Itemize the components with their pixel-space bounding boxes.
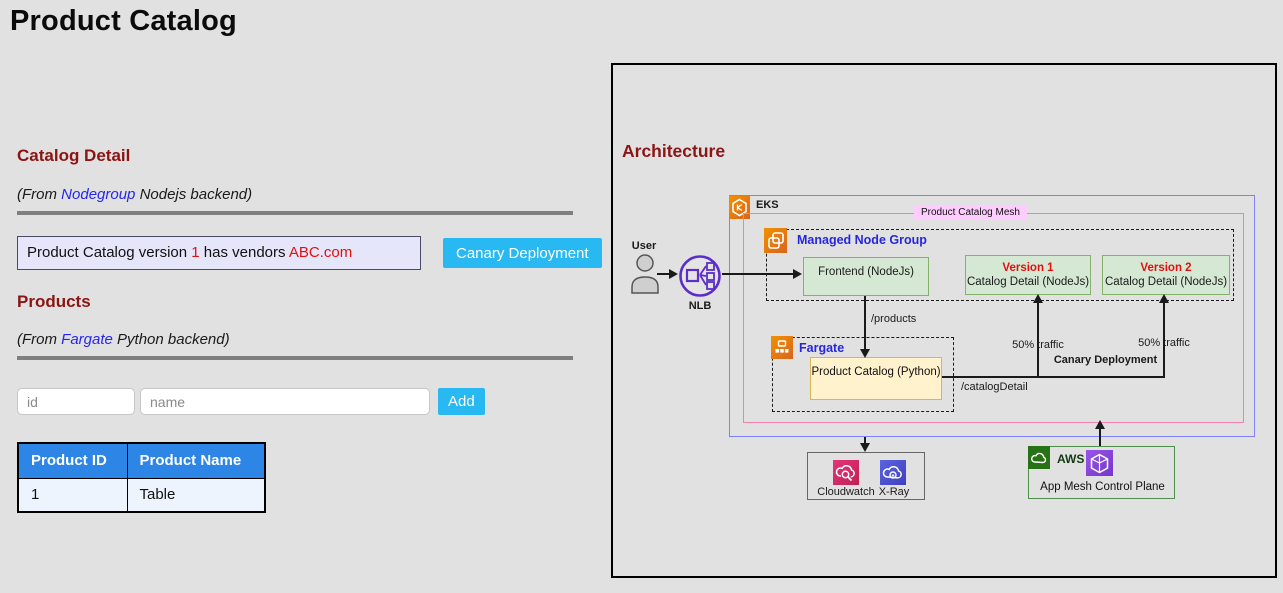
- products-table: Product ID Product Name 1 Table: [17, 442, 266, 513]
- managed-node-group-icon: [764, 228, 787, 253]
- message-text2: has vendors: [199, 244, 289, 261]
- user-label: User: [631, 240, 657, 252]
- divider: [17, 211, 573, 215]
- arrowhead: [1095, 420, 1105, 429]
- subtitle-prefix: (From: [17, 186, 62, 203]
- message-text: Product Catalog version: [27, 244, 192, 261]
- products-subtitle: (From Fargate Python backend): [17, 331, 230, 348]
- xray-icon: [880, 460, 906, 485]
- architecture-heading: Architecture: [622, 141, 726, 161]
- arrow-user-to-nlb: [657, 273, 671, 276]
- nlb-label: NLB: [688, 300, 712, 312]
- subtitle-prefix: (From: [17, 331, 62, 348]
- canary-deployment-button[interactable]: Canary Deployment: [443, 238, 602, 268]
- products-route-label: /products: [871, 313, 917, 325]
- arrow-eks-to-monitoring: [864, 437, 867, 445]
- fargate-label: Fargate: [799, 341, 845, 355]
- managed-node-group-label: Managed Node Group: [797, 233, 927, 247]
- nodegroup-link[interactable]: Nodegroup: [61, 186, 136, 203]
- eks-cluster-box: [729, 195, 1255, 437]
- version2-title: Version 2: [1140, 262, 1192, 274]
- version1-box: Version 1 Catalog Detail (NodeJs): [965, 255, 1091, 295]
- app-mesh-control-plane-label: App Mesh Control Plane: [1040, 481, 1165, 493]
- message-version: 1: [191, 244, 200, 261]
- cell-product-name: Table: [126, 477, 266, 513]
- app-mesh-icon: [1086, 450, 1113, 476]
- product-name-input[interactable]: [140, 388, 430, 415]
- aws-label: AWS: [1057, 452, 1085, 466]
- subtitle-suffix: Python backend): [112, 331, 230, 348]
- divider: [17, 356, 573, 360]
- aws-box: AWS App Mesh Control Plane: [1028, 446, 1175, 499]
- user-icon: [631, 254, 659, 294]
- arrow-appmesh-to-mesh: [1099, 428, 1102, 446]
- canary-deployment-label: Canary Deployment: [1053, 354, 1158, 366]
- header-product-name: Product Name: [126, 442, 266, 479]
- product-catalog-mesh-label: Product Catalog Mesh: [914, 205, 1027, 220]
- version1-title: Version 1: [1002, 262, 1054, 274]
- arrow-frontend-to-catalog: [864, 296, 867, 350]
- traffic-line-v1: [1037, 303, 1040, 378]
- traffic-line-v2: [1163, 303, 1166, 378]
- subtitle-suffix: Nodejs backend): [135, 186, 253, 203]
- arrowhead: [1033, 294, 1043, 303]
- fargate-icon: [771, 336, 793, 359]
- fargate-link[interactable]: Fargate: [61, 331, 113, 348]
- table-header-row: Product ID Product Name: [17, 442, 266, 479]
- fargate-box: [772, 337, 954, 412]
- cell-product-id: 1: [17, 477, 128, 513]
- arrowhead: [669, 269, 678, 279]
- managed-node-group-box: [766, 229, 1234, 301]
- catalog-message-box: Product Catalog version 1 has vendors AB…: [17, 236, 421, 270]
- canary-connector-line: [942, 376, 1165, 379]
- monitoring-box: Cloudwatch X-Ray: [807, 452, 925, 500]
- version2-box: Version 2 Catalog Detail (NodeJs): [1102, 255, 1230, 295]
- catalog-route-label: /catalogDetail: [961, 381, 1028, 393]
- arrow-nlb-to-frontend: [722, 273, 793, 276]
- page-title: Product Catalog: [10, 5, 237, 37]
- cloudwatch-icon: [833, 460, 859, 485]
- eks-label: EKS: [756, 199, 779, 211]
- table-row: 1 Table: [17, 477, 266, 513]
- product-catalog-python-box: Product Catalog (Python): [810, 357, 942, 400]
- arrowhead: [1159, 294, 1169, 303]
- frontend-box: Frontend (NodeJs): [803, 257, 929, 296]
- aws-cloud-icon: [1028, 446, 1050, 469]
- add-product-button[interactable]: Add: [438, 388, 485, 415]
- architecture-panel: Architecture User NLB EKS Product Catalo…: [611, 63, 1277, 578]
- arrowhead: [860, 443, 870, 452]
- message-vendor: ABC.com: [288, 244, 353, 261]
- header-product-id: Product ID: [17, 442, 128, 479]
- cloudwatch-label: Cloudwatch: [817, 486, 875, 498]
- arrowhead: [793, 269, 802, 279]
- products-heading: Products: [17, 292, 91, 311]
- catalog-detail-subtitle: (From Nodegroup Nodejs backend): [17, 186, 252, 203]
- version1-subtitle: Catalog Detail (NodeJs): [966, 276, 1090, 288]
- nlb-icon: [679, 255, 721, 297]
- xray-label: X-Ray: [878, 486, 910, 498]
- product-id-input[interactable]: [17, 388, 135, 415]
- arrowhead: [860, 349, 870, 358]
- catalog-detail-heading: Catalog Detail: [17, 146, 131, 165]
- version2-subtitle: Catalog Detail (NodeJs): [1104, 276, 1228, 288]
